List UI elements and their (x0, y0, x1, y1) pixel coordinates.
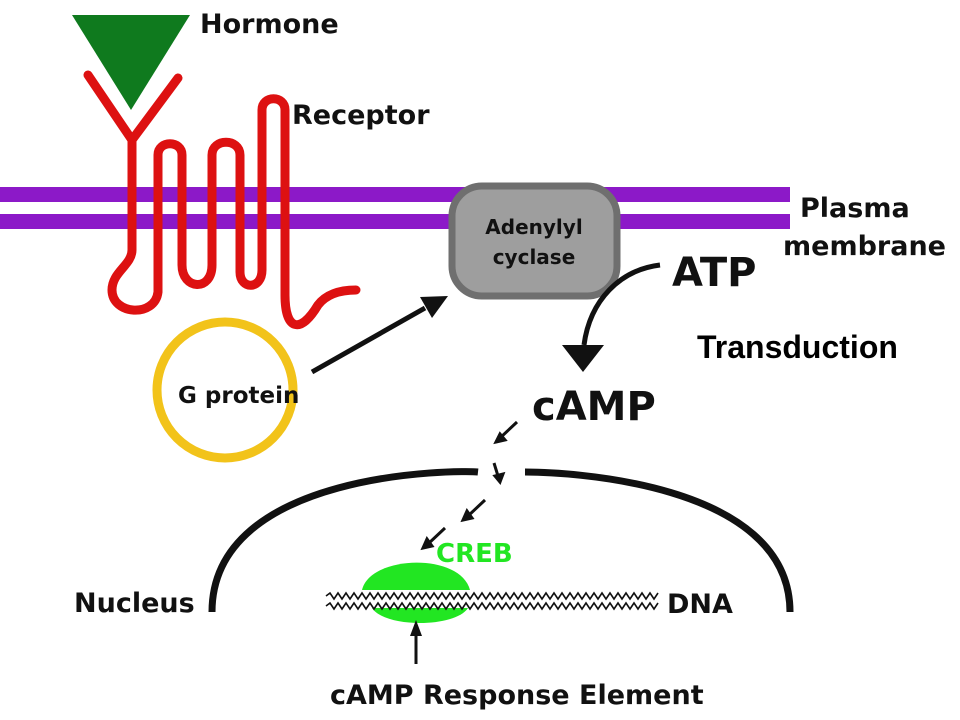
plasma-membrane (0, 187, 790, 229)
nucleus-label: Nucleus (74, 588, 195, 619)
camp-signal-arrows (420, 420, 519, 551)
camp-label: cAMP (532, 384, 656, 430)
hormone-shape (72, 15, 190, 110)
receptor-shape (83, 70, 361, 330)
membrane-outer-band (0, 187, 790, 202)
g-protein-label: G protein (178, 383, 299, 409)
atp-label: ATP (672, 250, 756, 296)
transduction-label: Transduction (697, 329, 898, 365)
dna-upper-strand (325, 591, 659, 601)
membrane-inner-band (0, 214, 790, 229)
cre-label: cAMP Response Element (330, 680, 704, 711)
dna-label: DNA (667, 589, 733, 620)
creb-label: CREB (436, 539, 513, 569)
adenylyl-cyclase-shape (448, 182, 621, 300)
adenylyl-cyclase-label-line2: cyclase (493, 245, 576, 269)
cre-pointer-arrow (410, 620, 422, 664)
plasma-membrane-label-line2: membrane (783, 231, 946, 262)
creb-shape (362, 562, 470, 590)
dna-lower-strand (325, 601, 659, 611)
creb-lower-shape (372, 608, 468, 623)
receptor-label: Receptor (292, 100, 430, 131)
g-protein-shape (152, 317, 298, 463)
nucleus-envelope (208, 468, 794, 613)
hormone-label: Hormone (200, 9, 339, 40)
adenylyl-cyclase-label-line1: Adenylyl (485, 215, 582, 239)
dna-strand (325, 591, 659, 611)
plasma-membrane-label-line1: Plasma (800, 193, 910, 224)
atp-to-camp-arrow (562, 262, 661, 372)
activation-arrow (310, 296, 448, 375)
